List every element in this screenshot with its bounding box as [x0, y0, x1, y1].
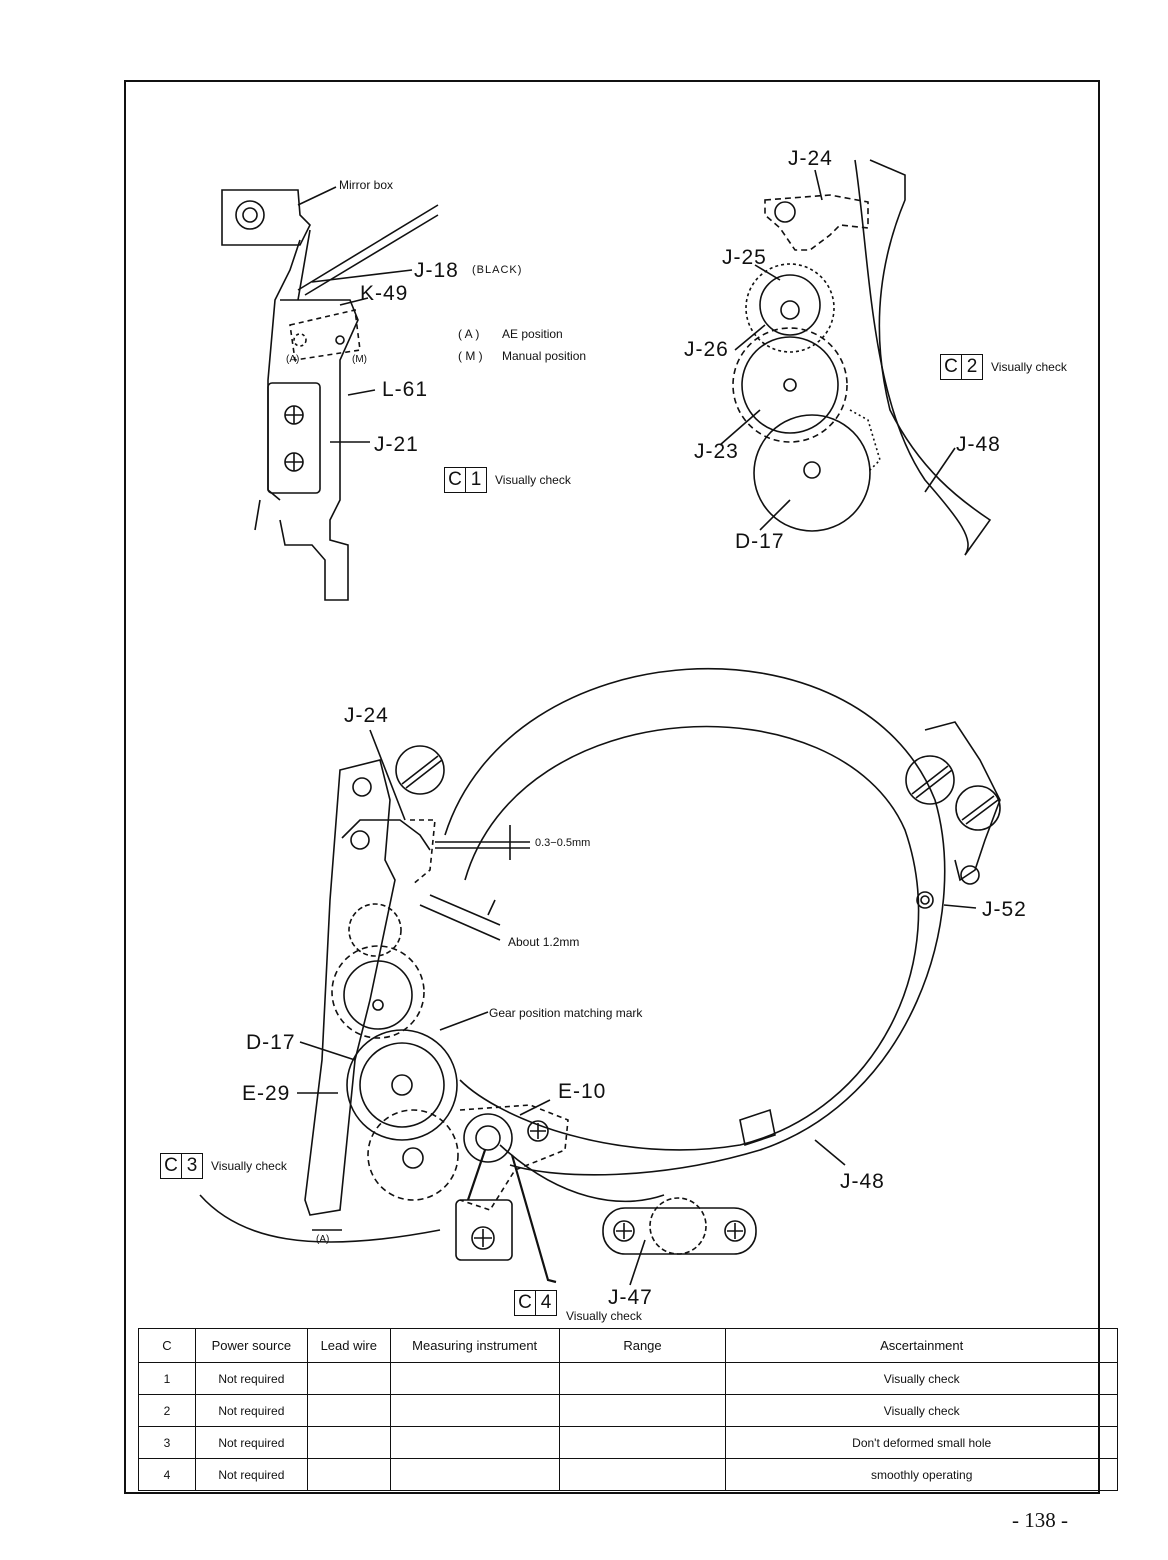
table-header-row: C Power source Lead wire Measuring instr… [138, 1328, 1118, 1363]
table-row: 4 Not required smoothly operating [138, 1458, 1118, 1491]
cell-power-source: Not required [194, 1426, 308, 1459]
cell-range [558, 1458, 727, 1491]
cell-ascertainment: Visually check [725, 1394, 1118, 1427]
cell-lead-wire [306, 1458, 391, 1491]
part-label-j52: J-52 [982, 898, 1027, 921]
main-ring-assembly [199, 667, 1001, 1286]
part-label-l61: L-61 [382, 378, 429, 401]
header-c: C [138, 1328, 196, 1363]
part-label-j26: J-26 [684, 338, 729, 361]
part-label-j48-top: J-48 [956, 433, 1001, 456]
check-table: C Power source Lead wire Measuring instr… [138, 1328, 1118, 1491]
cell-range [558, 1426, 727, 1459]
table-row: 3 Not required Don't deformed small hole [138, 1426, 1118, 1459]
header-power-source: Power source [194, 1328, 308, 1363]
legend-a-text: AE position [502, 327, 563, 341]
part-label-j23: J-23 [694, 440, 739, 463]
legend-m-text: Manual position [502, 349, 587, 363]
cell-power-source: Not required [194, 1458, 308, 1491]
check-number: 1 [465, 468, 486, 492]
check-c4-text: Visually check [566, 1309, 642, 1323]
part-label-j24-top: J-24 [788, 147, 833, 170]
part-label-k49: K-49 [360, 282, 409, 305]
part-label-j24-main: J-24 [344, 704, 389, 727]
header-range: Range [558, 1328, 727, 1363]
cell-range [558, 1394, 727, 1427]
part-label-j18: J-18 [414, 259, 459, 282]
check-number: 2 [961, 355, 982, 379]
check-c-letter: C [448, 469, 462, 490]
part-label-j21: J-21 [374, 433, 419, 456]
mirror-box-label: Mirror box [339, 178, 394, 192]
header-ascertainment: Ascertainment [725, 1328, 1118, 1363]
table-row: 2 Not required Visually check [138, 1394, 1118, 1427]
cell-ascertainment: Don't deformed small hole [725, 1426, 1118, 1459]
cell-lead-wire [306, 1426, 391, 1459]
cell-power-source: Not required [194, 1394, 308, 1427]
check-text: Visually check [495, 473, 571, 487]
cell-measuring-instrument [389, 1426, 560, 1459]
cell-c: 4 [138, 1458, 196, 1491]
position-m-label: (M) [352, 354, 367, 365]
cell-ascertainment: smoothly operating [725, 1458, 1118, 1491]
check-c-letter: C [518, 1292, 532, 1313]
about-dimension: About 1.2mm [508, 935, 580, 949]
part-label-j47: J-47 [608, 1286, 653, 1309]
cell-lead-wire [306, 1362, 391, 1395]
check-c-letter: C [164, 1155, 178, 1176]
table-row: 1 Not required Visually check [138, 1362, 1118, 1395]
part-label-e10: E-10 [558, 1080, 607, 1103]
check-number: 3 [181, 1154, 202, 1178]
part-label-j48-main: J-48 [840, 1170, 885, 1193]
check-text: Visually check [211, 1159, 287, 1173]
part-label-d17-top: D-17 [735, 530, 785, 553]
cell-measuring-instrument [389, 1458, 560, 1491]
cell-lead-wire [306, 1394, 391, 1427]
cell-range [558, 1362, 727, 1395]
check-c-letter: C [944, 356, 958, 377]
position-a-arrow-label: (A) [316, 1234, 330, 1245]
cell-ascertainment: Visually check [725, 1362, 1118, 1395]
cell-power-source: Not required [194, 1362, 308, 1395]
gear-train [719, 159, 992, 556]
mirror-box-linkage [221, 186, 439, 601]
position-a-label: (A) [286, 354, 300, 365]
cell-c: 3 [138, 1426, 196, 1459]
part-label-j25: J-25 [722, 246, 767, 269]
page-number: - 138 - [1012, 1508, 1068, 1532]
legend-m-key: ( M ) [458, 349, 483, 363]
header-measuring-instrument: Measuring instrument [389, 1328, 560, 1363]
j18-color-note: (BLACK) [472, 264, 523, 276]
part-label-d17-main: D-17 [246, 1031, 296, 1054]
header-lead-wire: Lead wire [306, 1328, 391, 1363]
legend-a-key: ( A ) [458, 327, 480, 341]
check-text: Visually check [991, 360, 1067, 374]
gear-mark-label: Gear position matching mark [489, 1006, 643, 1020]
cell-c: 1 [138, 1362, 196, 1395]
diagram-frame [124, 80, 1100, 1494]
cell-measuring-instrument [389, 1394, 560, 1427]
cell-c: 2 [138, 1394, 196, 1427]
part-label-e29: E-29 [242, 1082, 291, 1105]
cell-measuring-instrument [389, 1362, 560, 1395]
gap-dimension: 0.3−0.5mm [535, 837, 591, 849]
check-number: 4 [535, 1291, 556, 1315]
